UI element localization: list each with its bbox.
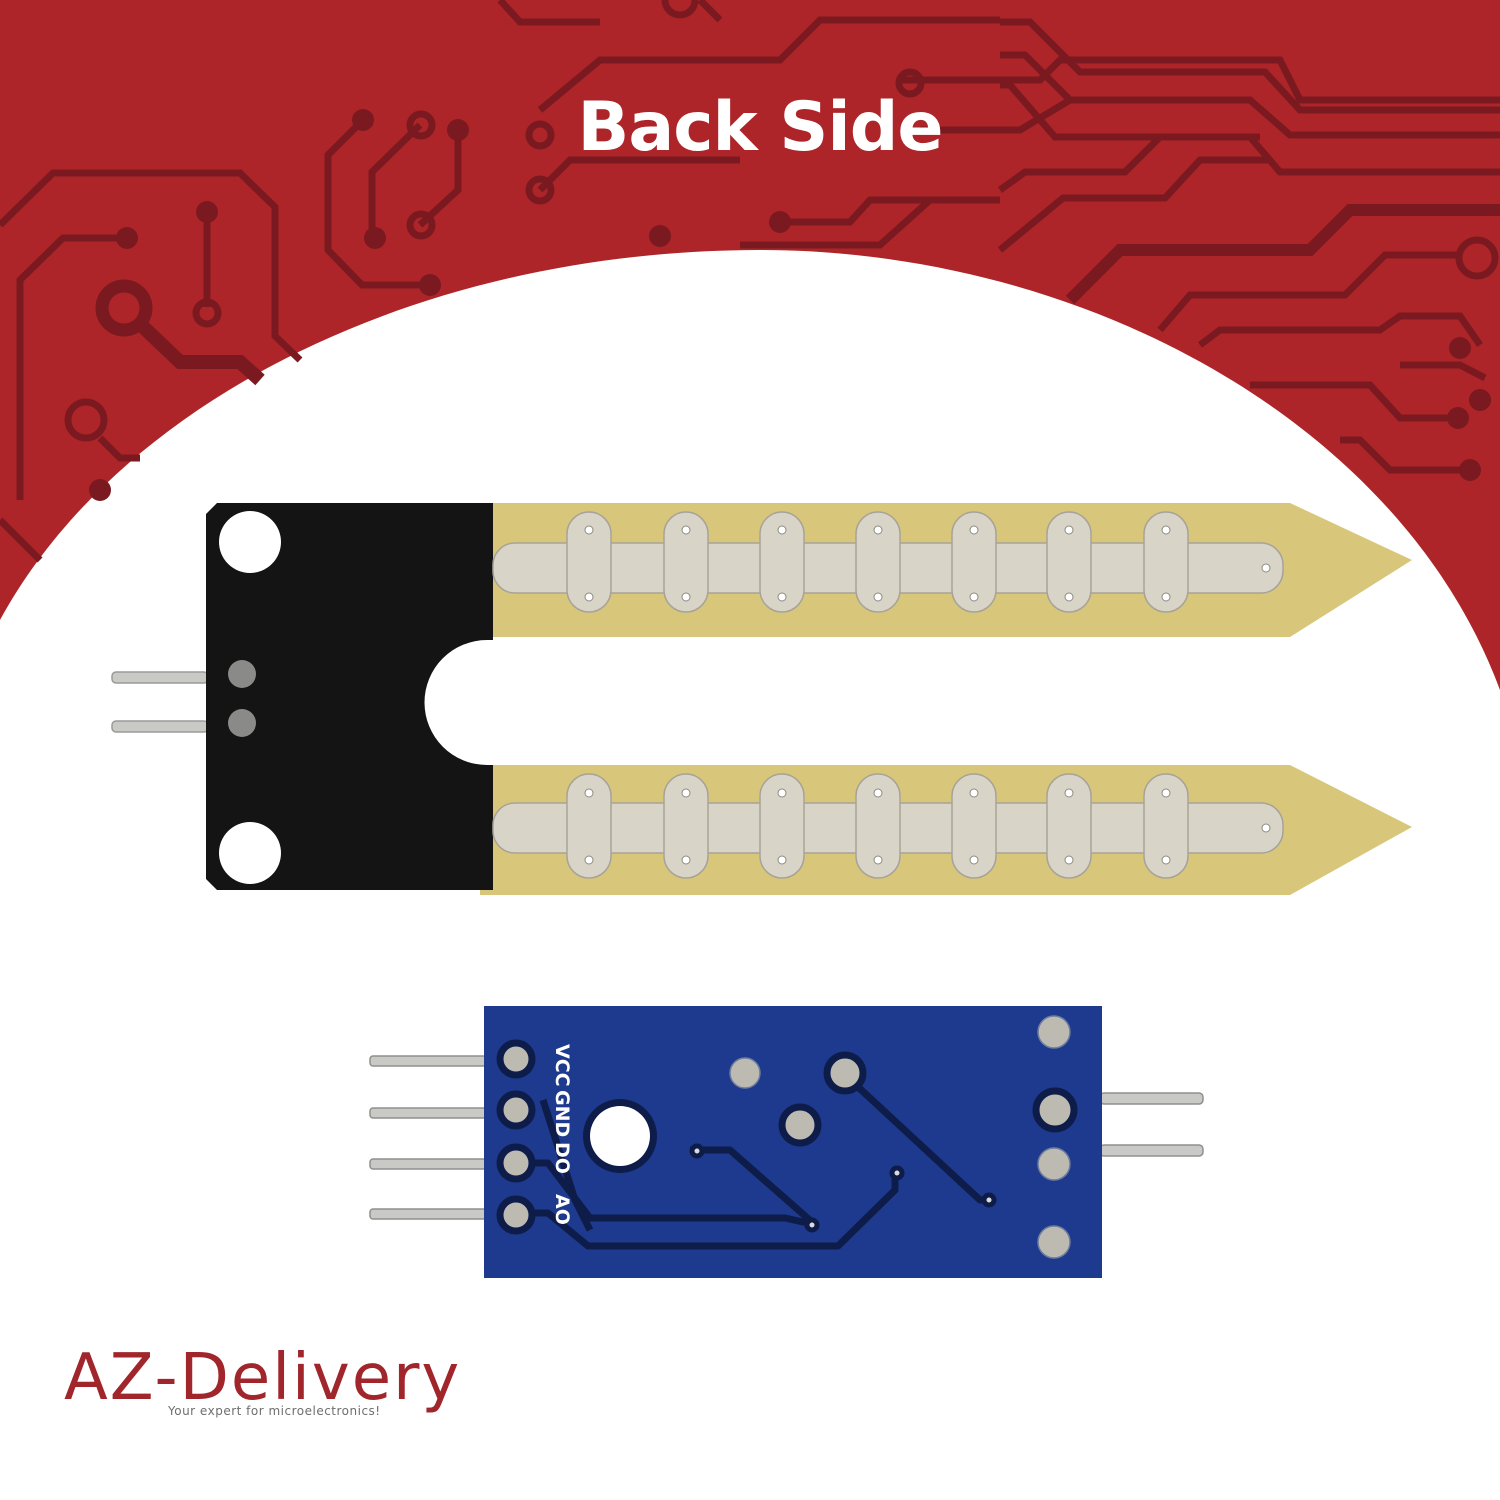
module-vias (689, 1143, 997, 1233)
left-header-pins (369, 1055, 487, 1220)
circuit-pattern (0, 0, 1500, 563)
pin-label-gnd: GND (551, 1090, 573, 1137)
mounting-hole (219, 822, 281, 884)
probe-header-pin (111, 720, 209, 733)
solder-joint (228, 660, 256, 688)
logo-tagline: Your expert for microelectronics! (168, 1404, 381, 1418)
probe-vias (584, 525, 1271, 865)
mounting-hole (219, 511, 281, 573)
circuit-pads (89, 109, 1491, 501)
module-mounting-hole (590, 1106, 650, 1166)
probe-base (206, 503, 493, 890)
probe-header-pin (111, 671, 209, 684)
solder-pads (496, 1039, 1078, 1235)
page-title: Back Side (577, 88, 944, 167)
pin-label-vcc: VCC (551, 1044, 573, 1087)
comparator-module: VCC GND DO AO (369, 1006, 1204, 1278)
probe-plating-bottom (492, 773, 1284, 879)
circuit-rings (64, 0, 1499, 442)
pin-label-do: DO (551, 1142, 573, 1174)
solder-joint (228, 709, 256, 737)
right-header-pins (1099, 1092, 1204, 1157)
module-traces (518, 1070, 988, 1250)
brand-logo: AZ-Delivery Your expert for microelectro… (64, 1346, 464, 1432)
probe-plating-top (492, 511, 1284, 613)
solder-pads-plain (729, 1015, 1071, 1259)
logo-text: AZ-Delivery (64, 1341, 462, 1415)
soil-moisture-probe (111, 503, 1412, 895)
pin-label-ao: AO (551, 1194, 573, 1225)
